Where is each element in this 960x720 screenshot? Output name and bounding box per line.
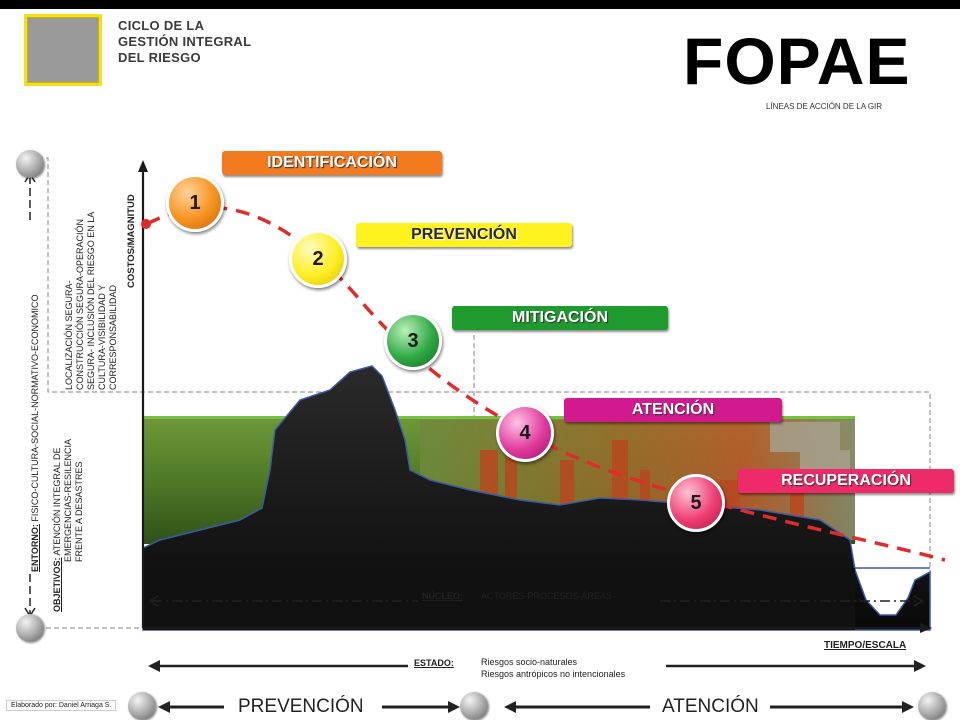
corner-ball-bottom-center-left (128, 692, 156, 720)
stage-ball-4: 4 (496, 404, 554, 462)
objetivos2-line-2: EMERGENCIAS-RESILENCIA (63, 438, 73, 562)
entorno-text: ENTORNO: FISICO-CULTURA-SOCIAL-NORMATIVO… (30, 294, 41, 572)
estado-arrows (148, 660, 926, 672)
objetivos-block-1: LOCALIZACIÓN SEGURA- CONSTRUCCIÓN SEGURA… (64, 212, 119, 390)
top-black-bar (0, 0, 960, 9)
estado-line-1: Riesgos socio-naturales (481, 657, 578, 667)
objetivos-line-1: LOCALIZACIÓN SEGURA- (64, 280, 74, 390)
stage-label-recuperacion: RECUPERACIÓN (738, 469, 954, 493)
stage-label-atencion: ATENCIÓN (564, 398, 782, 422)
terrain-base (143, 568, 855, 630)
terrain-silhouette (142, 365, 931, 631)
brand-logo-text: FOPAE (683, 24, 911, 98)
objetivos-line-5: CORRESPONSABILIDAD (108, 284, 118, 390)
objetivos-line-4: CULTURA-VISIBILIDAD Y (97, 284, 107, 390)
objetivos2-line-3: FRENTE A DESASTRES (74, 461, 84, 562)
page-title: CICLO DE LA GESTIÓN INTEGRAL DEL RIESGO (118, 18, 251, 66)
curve-start-dot (141, 219, 151, 229)
footer-phase-atencion: ATENCIÓN (662, 696, 759, 717)
footer-phase-prevencion: PREVENCIÓN (238, 696, 364, 717)
title-line-2: GESTIÓN INTEGRAL (118, 34, 252, 49)
objetivos-label: OBJETIVOS: (52, 557, 62, 612)
credit-text: Elaborado por: Daniel Arriaga S. (6, 700, 117, 711)
stage-ball-2: 2 (289, 230, 347, 288)
entorno-label: ENTORNO: (30, 524, 40, 572)
stage-ball-3: 3 (384, 312, 442, 370)
corner-ball-bottom-center (460, 692, 488, 720)
phase-arrows (158, 701, 914, 713)
objetivos-line-2: CONSTRUCCIÓN SEGURA-OPERACIÓN (75, 218, 85, 390)
nucleo-arrow (148, 595, 924, 607)
objetivos-line-3: SEGURA- INCLUSIÓN DEL RIESGO EN LA (86, 211, 96, 390)
stage-ball-5: 5 (667, 474, 725, 532)
stage-label-prevencion: PREVENCIÓN (356, 223, 572, 247)
title-line-1: CICLO DE LA (118, 18, 205, 33)
title-line-3: DEL RIESGO (118, 50, 201, 65)
stage-label-identificacion: IDENTIFICACIÓN (222, 151, 442, 175)
nucleo-text: ACTORES-PROCESOS-ÁREAS (481, 591, 612, 601)
axes (138, 160, 932, 633)
brand-subtitle: LÍNEAS DE ACCIÓN DE LA GIR (766, 102, 883, 111)
objetivos2-line-1: ATENCIÓN INTEGRAL DE (52, 447, 62, 558)
stage-label-mitigacion: MITIGACIÓN (452, 306, 668, 330)
estado-label: ESTADO: (414, 658, 454, 668)
corner-ball-bottom-left (16, 614, 44, 642)
estado-line-2: Riesgos antrópicos no intencionales (481, 669, 626, 679)
entorno-value: FISICO-CULTURA-SOCIAL-NORMATIVO-ECONOMIC… (30, 294, 40, 525)
logo-square (24, 14, 102, 86)
stage-ball-1: 1 (166, 174, 224, 232)
nucleo-label: NÚCLEO: (422, 591, 463, 601)
corner-ball-bottom-right (918, 692, 946, 720)
y-axis-label: COSTOS/MAGNITUD (126, 194, 137, 288)
x-axis-label: TIEMPO/ESCALA (824, 640, 907, 651)
objetivos-block-2: OBJETIVOS: ATENCIÓN INTEGRAL DE EMERGENC… (52, 439, 85, 612)
corner-ball-top-left (16, 150, 44, 178)
